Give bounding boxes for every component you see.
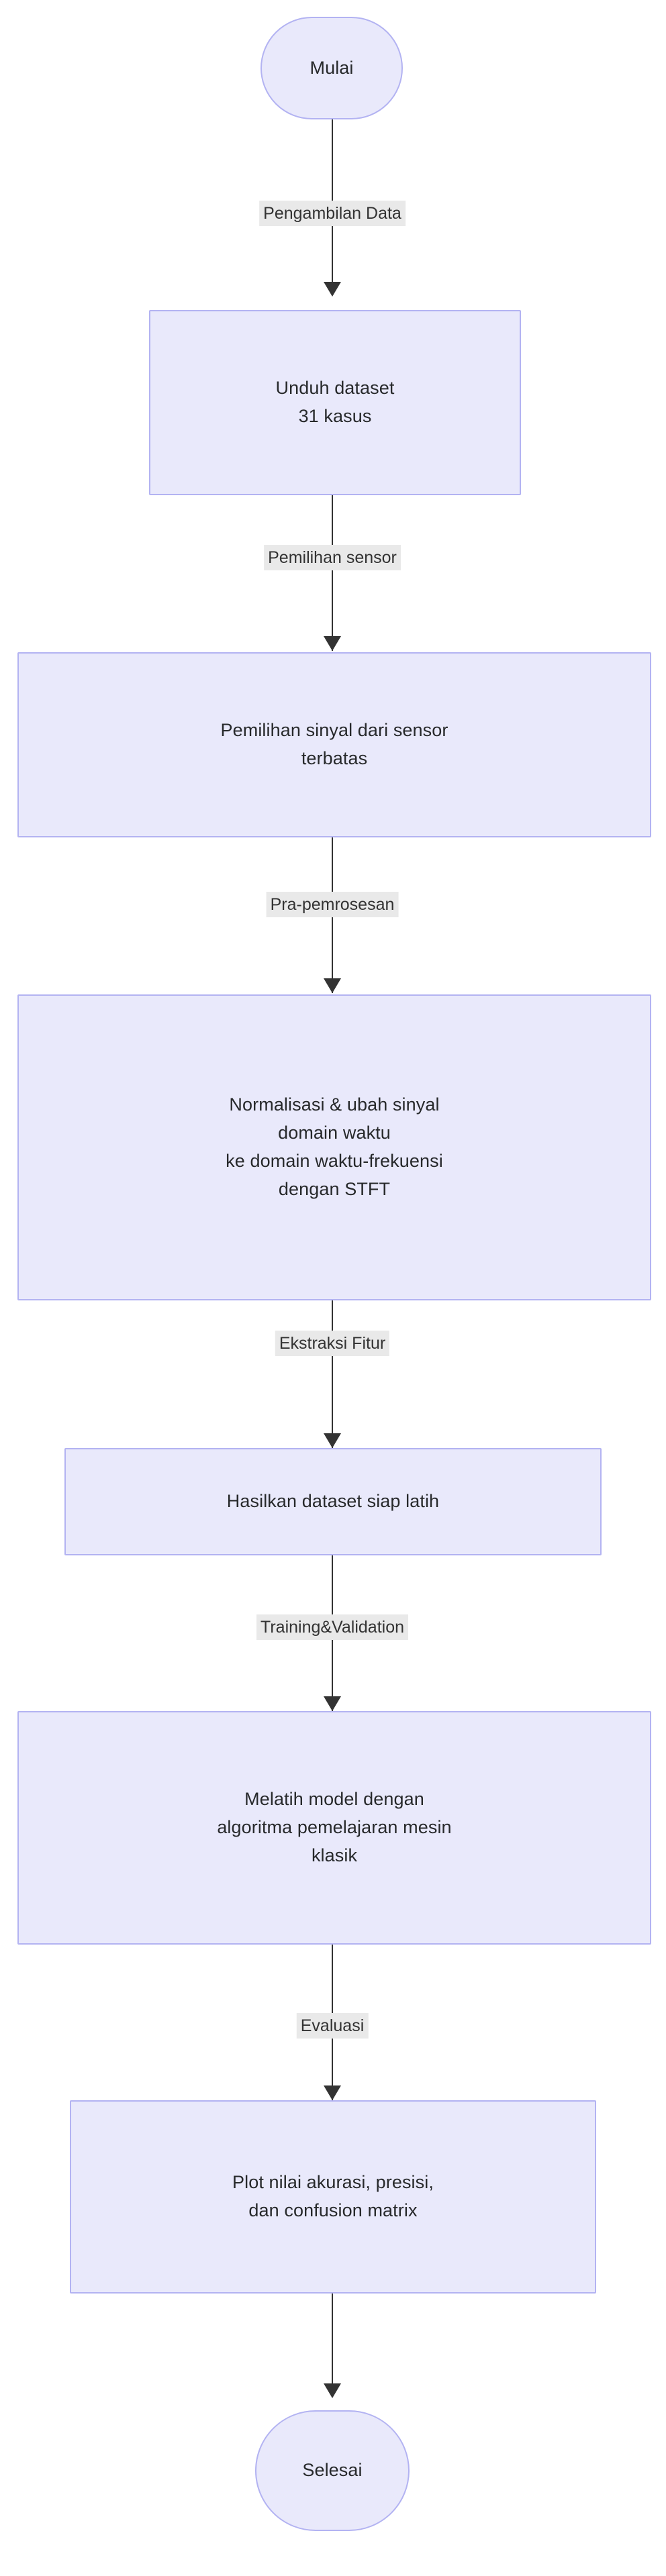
node-end-label: Selesai (302, 2460, 363, 2481)
edge-label-evaluasi: Evaluasi (296, 2013, 369, 2039)
node-evaluation-plot[interactable]: Plot nilai akurasi, presisi, dan confusi… (70, 2100, 596, 2294)
edge-label-pemilihan-sensor: Pemilihan sensor (264, 545, 401, 570)
arrow-head-evaluate-end (324, 2383, 341, 2398)
node-start[interactable]: Mulai (260, 17, 403, 119)
arrow-head-download-select (324, 636, 341, 651)
node-download-dataset[interactable]: Unduh dataset 31 kasus (149, 310, 521, 495)
node-preprocessing-label: Normalisasi & ubah sinyal domain waktu k… (226, 1094, 443, 1199)
arrow-head-start-download (324, 282, 341, 297)
arrow-head-select-preprocess (324, 978, 341, 993)
arrow-head-preprocess-dataset (324, 1433, 341, 1448)
node-train-model[interactable]: Melatih model dengan algoritma pemelajar… (17, 1711, 651, 1945)
node-evaluation-plot-label: Plot nilai akurasi, presisi, dan confusi… (232, 2172, 434, 2220)
node-preprocessing[interactable]: Normalisasi & ubah sinyal domain waktu k… (17, 994, 651, 1300)
edge-line-evaluate-end (332, 2294, 333, 2387)
node-signal-selection[interactable]: Pemilihan sinyal dari sensor terbatas (17, 652, 651, 837)
edge-label-pra-pemrosesan: Pra-pemrosesan (266, 892, 399, 917)
edge-line-preprocess-dataset (332, 1300, 333, 1448)
node-train-model-label: Melatih model dengan algoritma pemelajar… (217, 1789, 452, 1865)
edge-label-ekstraksi-fitur: Ekstraksi Fitur (275, 1331, 390, 1356)
arrow-head-train-evaluate (324, 2085, 341, 2100)
edge-label-training-validation: Training&Validation (256, 1614, 409, 1640)
edge-line-download-select (332, 495, 333, 651)
node-ready-dataset[interactable]: Hasilkan dataset siap latih (64, 1448, 602, 1555)
node-ready-dataset-label: Hasilkan dataset siap latih (226, 1491, 440, 1512)
node-download-dataset-label: Unduh dataset 31 kasus (275, 378, 395, 426)
arrow-head-dataset-train (324, 1696, 341, 1711)
node-start-label: Mulai (310, 57, 354, 78)
node-signal-selection-label: Pemilihan sinyal dari sensor terbatas (220, 720, 448, 768)
node-end[interactable]: Selesai (255, 2410, 410, 2531)
edge-label-pengambilan-data: Pengambilan Data (259, 201, 406, 226)
